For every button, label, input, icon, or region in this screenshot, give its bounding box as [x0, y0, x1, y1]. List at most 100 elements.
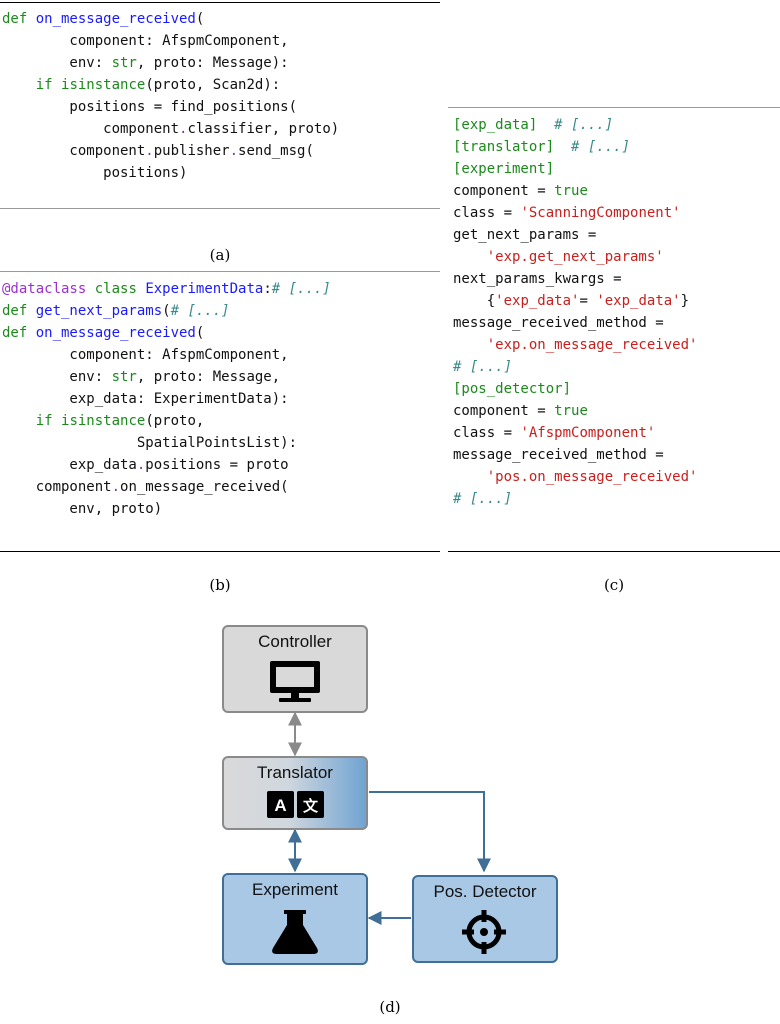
code-token: send_msg(	[238, 143, 314, 159]
code-token: (proto, Scan2d):	[145, 77, 281, 93]
code-token: (	[195, 325, 205, 341]
code-token: positions = find_positions(	[2, 99, 298, 115]
code-token: .	[136, 457, 146, 473]
code-token: env:	[2, 55, 112, 71]
monitor-icon	[270, 661, 320, 702]
panel-b-top-rule	[0, 271, 440, 272]
code-token: .	[145, 143, 154, 159]
code-token: component	[2, 143, 146, 159]
panel-c-code: [exp_data] # [...] [translator] # [...] …	[453, 114, 697, 510]
translate-icon-glyph-b: 文	[303, 797, 319, 815]
code-token: env, proto)	[2, 501, 163, 517]
code-token: def	[2, 325, 36, 341]
code-token: .	[179, 121, 188, 137]
panel-b-bottom-rule	[0, 551, 440, 552]
code-token: 'exp_data'	[596, 293, 681, 309]
code-token: if	[35, 413, 62, 429]
code-token: message_received_method =	[453, 315, 664, 331]
translate-icon: A 文	[267, 791, 324, 818]
code-token: , proto: Message):	[136, 55, 289, 71]
code-token: classifier, proto)	[187, 121, 340, 137]
code-token: class =	[453, 425, 521, 441]
code-token: :	[263, 281, 272, 297]
code-token: }	[680, 293, 690, 309]
code-token: positions)	[2, 165, 188, 181]
experiment-label: Experiment	[252, 880, 338, 899]
code-token: @dataclass	[2, 281, 87, 297]
pos-detector-label: Pos. Detector	[434, 882, 537, 901]
code-token: on_message_received	[35, 11, 196, 27]
code-token: , proto: Message,	[136, 369, 281, 385]
code-token: if	[35, 77, 62, 93]
code-token	[453, 337, 487, 353]
code-token: # [...]	[571, 139, 631, 155]
code-token: on_message_received	[35, 325, 196, 341]
translator-label: Translator	[257, 763, 333, 782]
code-token: str	[111, 369, 137, 385]
code-token: 'pos.on_message_received'	[486, 469, 698, 485]
panel-c-caption: (c)	[603, 576, 625, 594]
code-token: true	[554, 403, 588, 419]
code-token: true	[554, 183, 588, 199]
panel-a-caption: (a)	[209, 246, 231, 264]
code-token: isinstance	[61, 413, 146, 429]
code-token	[453, 249, 487, 265]
panel-a: def on_message_received( component: Afsp…	[0, 0, 440, 270]
code-token: [pos_detector]	[453, 381, 572, 397]
code-token: # [...]	[554, 117, 614, 133]
code-token: exp_data	[2, 457, 137, 473]
code-token	[86, 281, 94, 297]
code-token: # [...]	[170, 303, 230, 319]
code-token: (	[162, 303, 171, 319]
code-token: # [...]	[453, 491, 513, 507]
code-token: on_message_received(	[120, 479, 289, 495]
code-token: [exp_data]	[453, 117, 538, 133]
code-token: # [...]	[271, 281, 331, 297]
code-token	[537, 117, 554, 133]
code-token: class	[94, 281, 146, 297]
code-token: =	[579, 293, 597, 309]
code-token: component: AfspmComponent,	[2, 33, 289, 49]
code-token: [experiment]	[453, 161, 555, 177]
code-token: component	[2, 479, 112, 495]
panel-b-code: @dataclass class ExperimentData:# [...] …	[2, 278, 331, 520]
controller-label: Controller	[258, 632, 332, 651]
code-token: def	[2, 303, 36, 319]
code-token: ExperimentData	[145, 281, 264, 297]
code-token: (proto,	[145, 413, 205, 429]
code-token	[554, 139, 571, 155]
code-token: {	[453, 293, 496, 309]
pos-detector-node: Pos. Detector	[412, 875, 558, 963]
code-token: class =	[453, 205, 521, 221]
translator-posdetector-arrow	[369, 791, 491, 873]
translator-node: Translator A 文	[222, 756, 368, 830]
code-token: # [...]	[453, 359, 513, 375]
code-token: publisher	[153, 143, 230, 159]
code-token: message_received_method =	[453, 447, 664, 463]
code-token: .	[229, 143, 239, 159]
flask-icon	[272, 910, 318, 954]
code-token	[453, 469, 487, 485]
controller-node: Controller	[222, 625, 368, 713]
code-token: def	[2, 11, 36, 27]
code-token	[2, 77, 36, 93]
code-token: str	[111, 55, 137, 71]
code-token: component	[2, 121, 180, 137]
panel-d-diagram: Controller Translator A 文 Experiment Pos…	[222, 625, 558, 965]
experiment-node: Experiment	[222, 873, 368, 965]
code-token: 'AfspmComponent'	[520, 425, 656, 441]
code-token: 'ScanningComponent'	[520, 205, 681, 221]
code-token: component =	[453, 403, 555, 419]
code-token: 'exp.get_next_params'	[486, 249, 664, 265]
code-token: .	[111, 479, 121, 495]
panel-c: [exp_data] # [...] [translator] # [...] …	[448, 0, 780, 600]
panel-a-top-rule	[0, 2, 440, 3]
code-token: 'exp_data'	[495, 293, 580, 309]
panel-a-bottom-rule	[0, 208, 440, 209]
code-token: get_next_params	[35, 303, 163, 319]
code-token: component: AfspmComponent,	[2, 347, 289, 363]
panel-a-code: def on_message_received( component: Afsp…	[2, 8, 339, 184]
code-token: 'exp.on_message_received'	[486, 337, 698, 353]
code-token: (	[195, 11, 205, 27]
crosshair-icon	[462, 910, 506, 954]
